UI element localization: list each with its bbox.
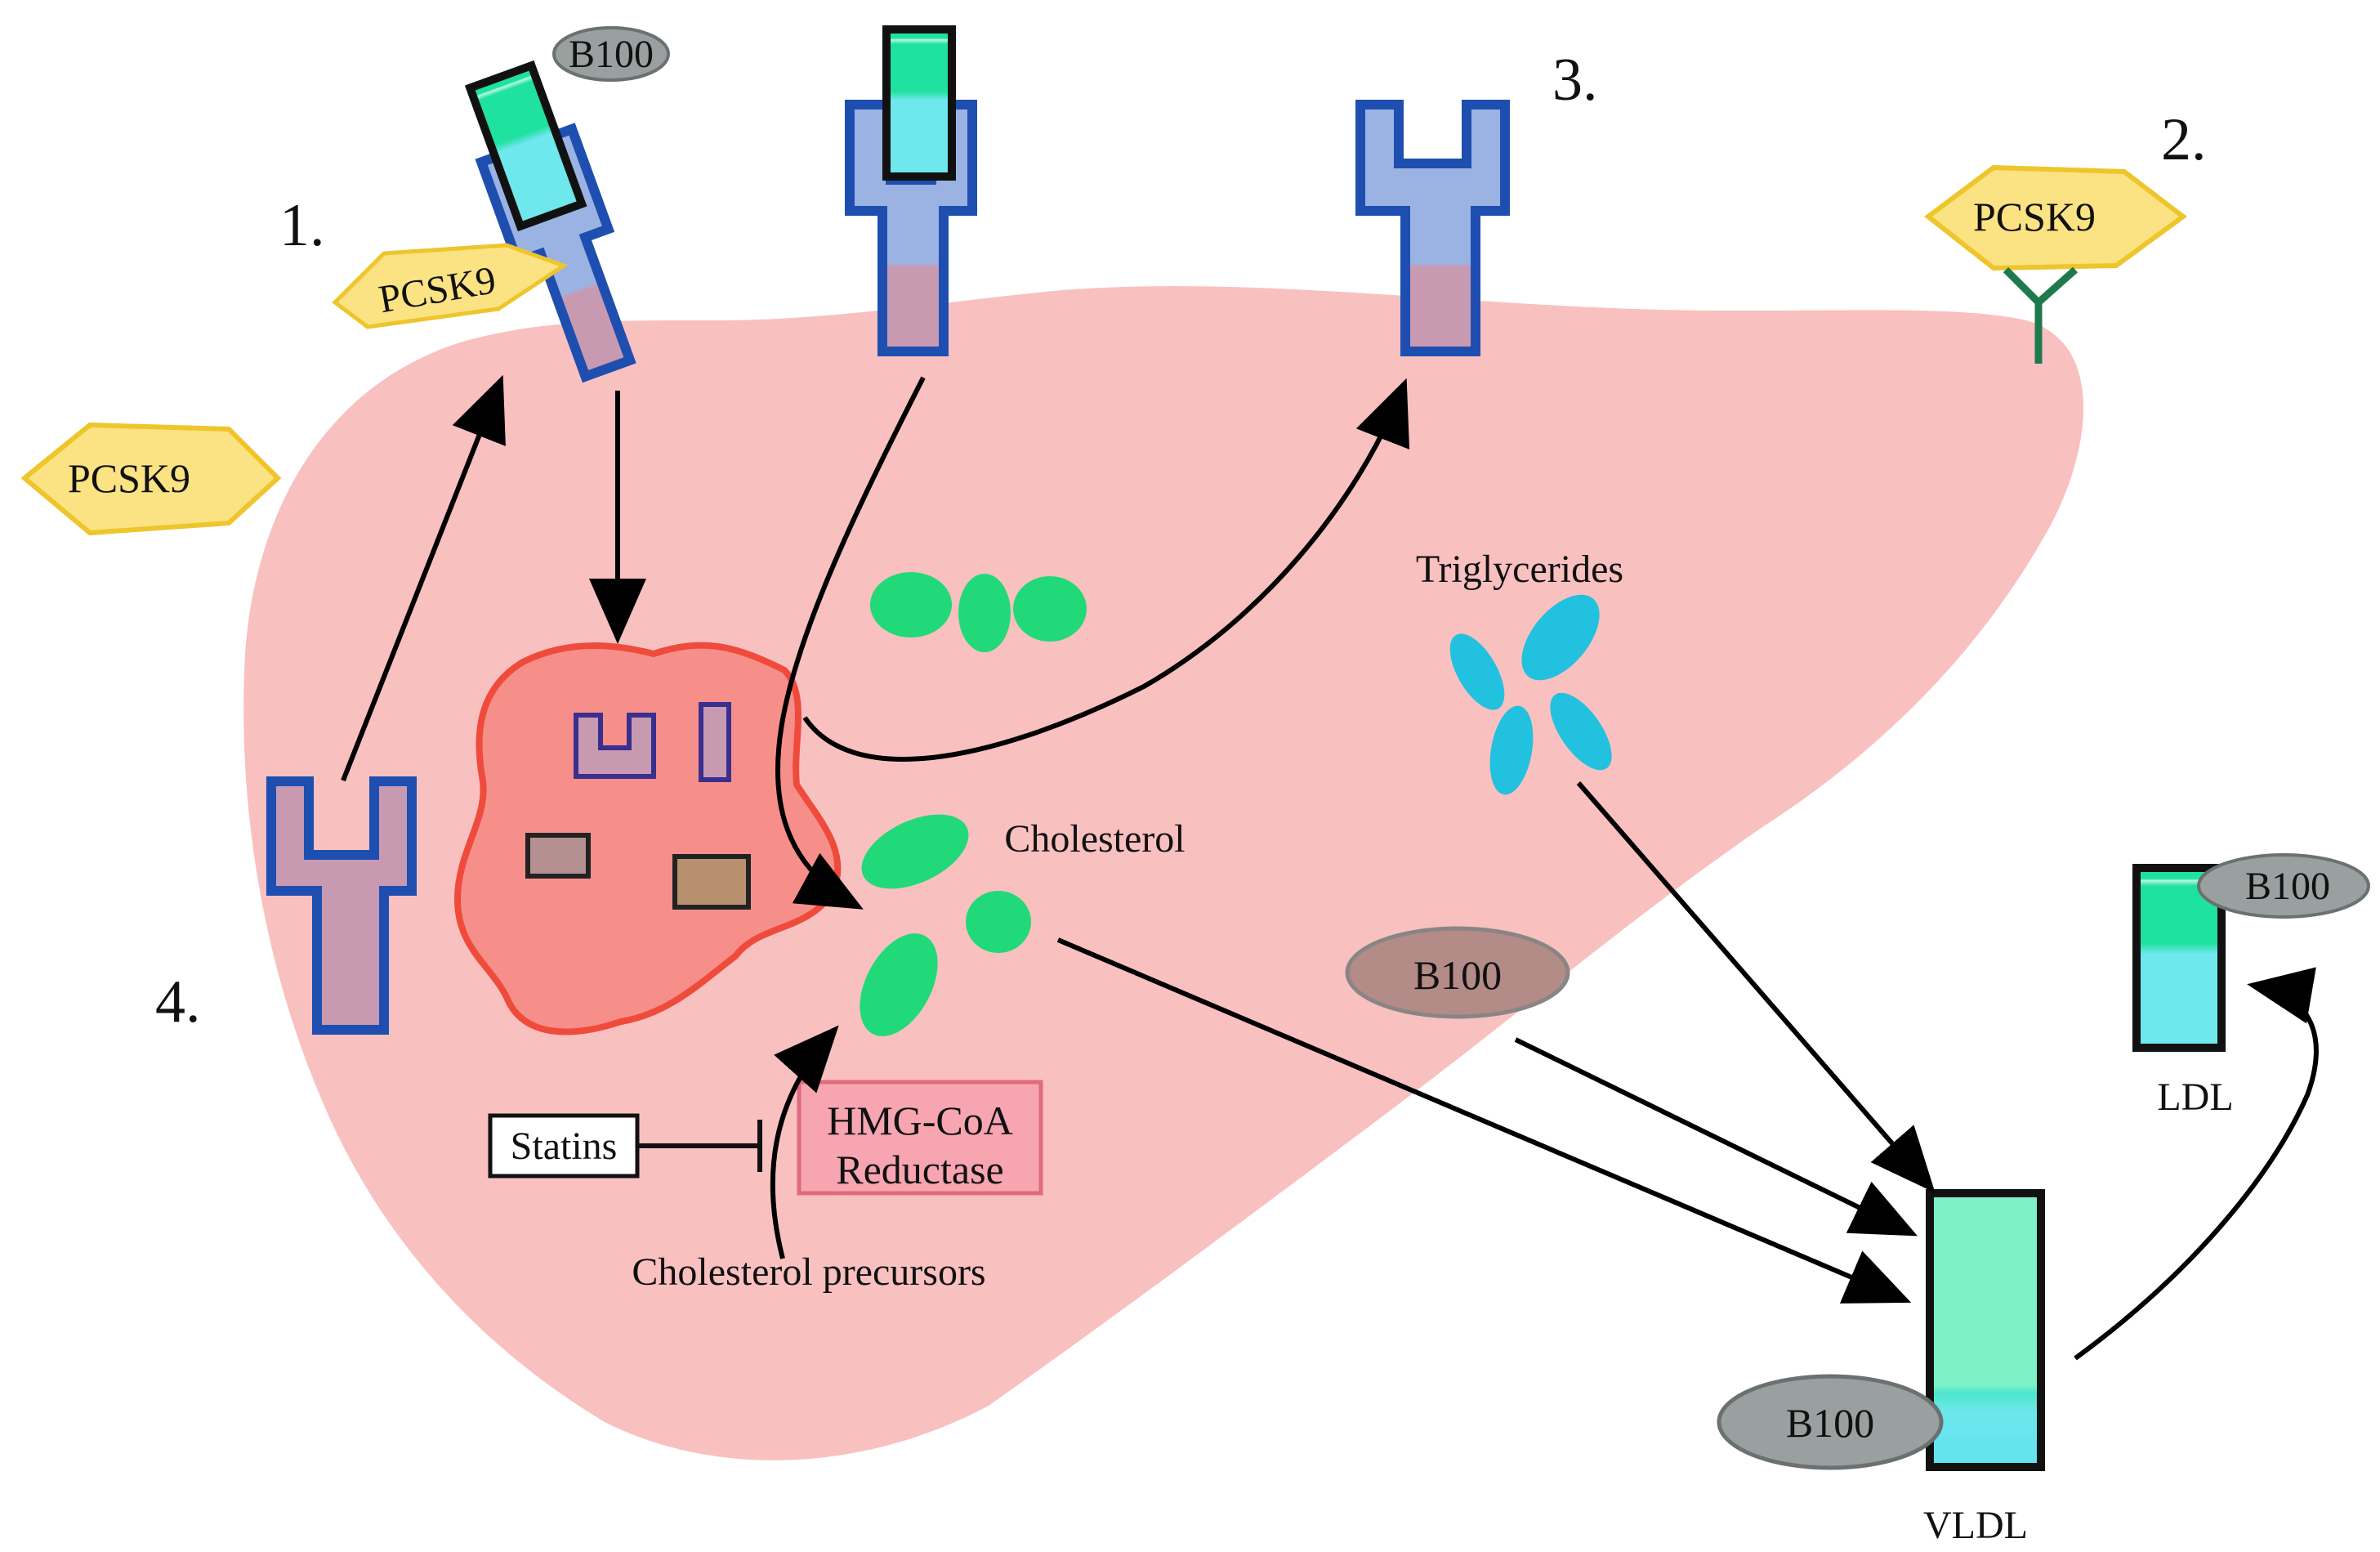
- arrow-b100-to-vldl: [1514, 1037, 1918, 1237]
- degraded-receptor-fragment: [574, 713, 656, 779]
- arrow-recycle-to-receptor-3: [802, 378, 1410, 762]
- ldl-label: LDL: [2157, 1076, 2233, 1119]
- b100-label-intracellular: B100: [1413, 952, 1502, 998]
- degraded-receptor-stem: [699, 702, 731, 782]
- statins-box: [488, 1113, 640, 1179]
- step-4-label: 4.: [155, 968, 201, 1035]
- pcsk9-label-antibody: PCSK9: [1973, 194, 2096, 239]
- arrow-recycle-to-surface: [341, 374, 506, 782]
- b100-on-vldl: [1717, 1374, 1944, 1470]
- lysosome: [453, 642, 842, 1035]
- b100-on-ldl: [2197, 853, 2370, 919]
- pcsk9-antibody-complex: [1924, 164, 2188, 271]
- cholesterol-cluster-top: [870, 572, 1087, 652]
- b100-on-receptor-ldl: [552, 26, 670, 82]
- hmg-coa-line-2: Reductase: [836, 1147, 1003, 1192]
- ldl-receptor-4: [266, 776, 417, 1035]
- arrow-vldl-to-ldl: [2074, 967, 2319, 1361]
- b100-label-1: B100: [569, 33, 654, 76]
- hmg-coa-reductase-box: [797, 1080, 1043, 1196]
- statins-label: Statins: [511, 1125, 618, 1168]
- pathway-arrows: [341, 374, 2319, 1361]
- hmg-coa-line-1: HMG-CoA: [827, 1098, 1013, 1143]
- b100-intracellular: [1345, 926, 1570, 1019]
- ldl-receptor-2: [845, 25, 977, 356]
- triglyceride-cluster: [1449, 594, 1612, 795]
- b100-label-ldl: B100: [2245, 865, 2330, 908]
- arrow-precursors-to-cholesterol: [770, 1025, 839, 1259]
- ldl-receptor-3-recycled: [1355, 100, 1510, 356]
- antibody-icon: [2003, 266, 2078, 364]
- degraded-particle: [525, 833, 591, 879]
- arrow-triglycerides-to-vldl: [1576, 781, 1936, 1193]
- step-3-label: 3.: [1552, 47, 1598, 114]
- pcsk9-free: [20, 422, 282, 536]
- step-2-label: 2.: [2161, 106, 2207, 173]
- cholesterol-label: Cholesterol: [1004, 817, 1185, 861]
- bound-ldl-particle-2: [882, 25, 956, 181]
- bound-ldl-particle: [464, 60, 587, 232]
- cholesterol-cluster: [860, 814, 1031, 1036]
- cholesterol-precursors-label: Cholesterol precursors: [632, 1250, 985, 1294]
- pcsk9-label-free: PCSK9: [68, 455, 190, 501]
- arrow-ldl-to-cholesterol: [775, 376, 926, 910]
- hepatocyte-cell: [243, 286, 2084, 1460]
- degraded-particle-2: [672, 854, 751, 910]
- triglycerides-label: Triglycerides: [1416, 548, 1623, 591]
- vldl-particle: [1926, 1189, 2045, 1471]
- ldl-receptor-1: [464, 60, 636, 383]
- step-1-label: 1.: [279, 192, 325, 259]
- pcsk9-bound: [332, 243, 569, 329]
- b100-label-vldl: B100: [1786, 1400, 1874, 1446]
- vldl-label: VLDL: [1923, 1504, 2028, 1547]
- arrow-cholesterol-to-vldl: [1056, 937, 1912, 1304]
